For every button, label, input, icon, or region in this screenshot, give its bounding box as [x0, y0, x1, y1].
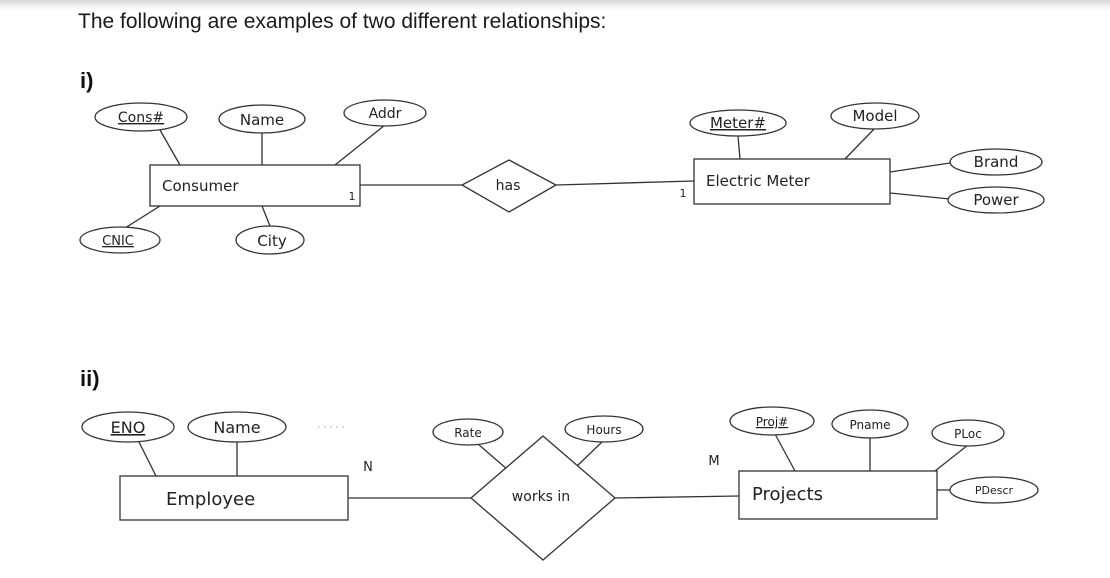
- svg-text:Proj#: Proj#: [756, 415, 788, 429]
- attr-model: Model: [830, 102, 920, 130]
- page-heading: The following are examples of two differ…: [78, 10, 607, 33]
- svg-text:Name: Name: [213, 418, 260, 437]
- attr-meter-num: Meter#: [689, 109, 787, 137]
- diagram-employee-projects: ENO Name Rate Hours Proj# Pname PLoc PD: [81, 406, 1039, 561]
- attr-cnic: CNIC: [79, 226, 161, 254]
- svg-text:Projects: Projects: [752, 484, 823, 505]
- attr-consumer-name: Name: [218, 104, 306, 134]
- attr-rate: Rate: [432, 418, 504, 446]
- attr-pname: Pname: [831, 409, 909, 439]
- svg-text:Addr: Addr: [369, 106, 402, 122]
- svg-text:Pname: Pname: [849, 418, 890, 432]
- svg-text:Power: Power: [973, 191, 1019, 209]
- relationship-has: has: [460, 159, 558, 213]
- cardinality-projects: M: [708, 454, 719, 469]
- svg-text:has: has: [496, 178, 521, 194]
- svg-text:ENO: ENO: [111, 418, 146, 437]
- attr-ploc: PLoc: [931, 419, 1005, 447]
- attr-employee-name: Name: [187, 411, 287, 443]
- entity-consumer: Consumer: [149, 164, 361, 207]
- svg-text:City: City: [257, 232, 287, 250]
- svg-text:works in: works in: [512, 489, 570, 505]
- section-label-i: i): [80, 68, 94, 93]
- attr-brand: Brand: [949, 148, 1043, 176]
- attr-eno: ENO: [81, 411, 175, 443]
- attr-power: Power: [947, 186, 1045, 214]
- section-label-ii: ii): [80, 366, 100, 391]
- svg-text:Electric Meter: Electric Meter: [706, 172, 811, 190]
- top-gradient-bar: [0, 0, 1110, 10]
- cardinality-employee: N: [363, 460, 373, 475]
- svg-text:Model: Model: [852, 107, 897, 125]
- entity-projects: Projects: [738, 470, 938, 520]
- entity-electric-meter: Electric Meter: [693, 158, 891, 205]
- svg-text:Brand: Brand: [974, 153, 1019, 171]
- relationship-works-in: works in: [470, 435, 616, 561]
- svg-text:Meter#: Meter#: [710, 114, 766, 132]
- attr-city: City: [235, 225, 305, 255]
- cardinality-meter: 1: [680, 187, 687, 200]
- attr-pdescr: PDescr: [949, 476, 1039, 504]
- svg-text:Name: Name: [240, 111, 284, 129]
- attr-proj-num: Proj#: [729, 406, 815, 436]
- svg-text:PDescr: PDescr: [975, 484, 1014, 497]
- svg-text:PLoc: PLoc: [954, 427, 982, 441]
- cardinality-consumer: 1: [349, 190, 356, 203]
- entity-employee: Employee: [119, 475, 349, 521]
- svg-text:Cons#: Cons#: [118, 110, 164, 126]
- svg-text:Consumer: Consumer: [162, 177, 239, 195]
- attr-addr: Addr: [343, 99, 427, 127]
- attr-hours: Hours: [564, 415, 644, 443]
- attr-cons-num: Cons#: [94, 102, 188, 132]
- svg-text:Hours: Hours: [586, 423, 621, 437]
- svg-text:Rate: Rate: [454, 426, 482, 440]
- svg-text:Employee: Employee: [166, 489, 255, 510]
- diagram-consumer-meter: Cons# Name Addr CNIC City Meter# Model: [79, 99, 1045, 255]
- svg-text:CNIC: CNIC: [102, 234, 134, 249]
